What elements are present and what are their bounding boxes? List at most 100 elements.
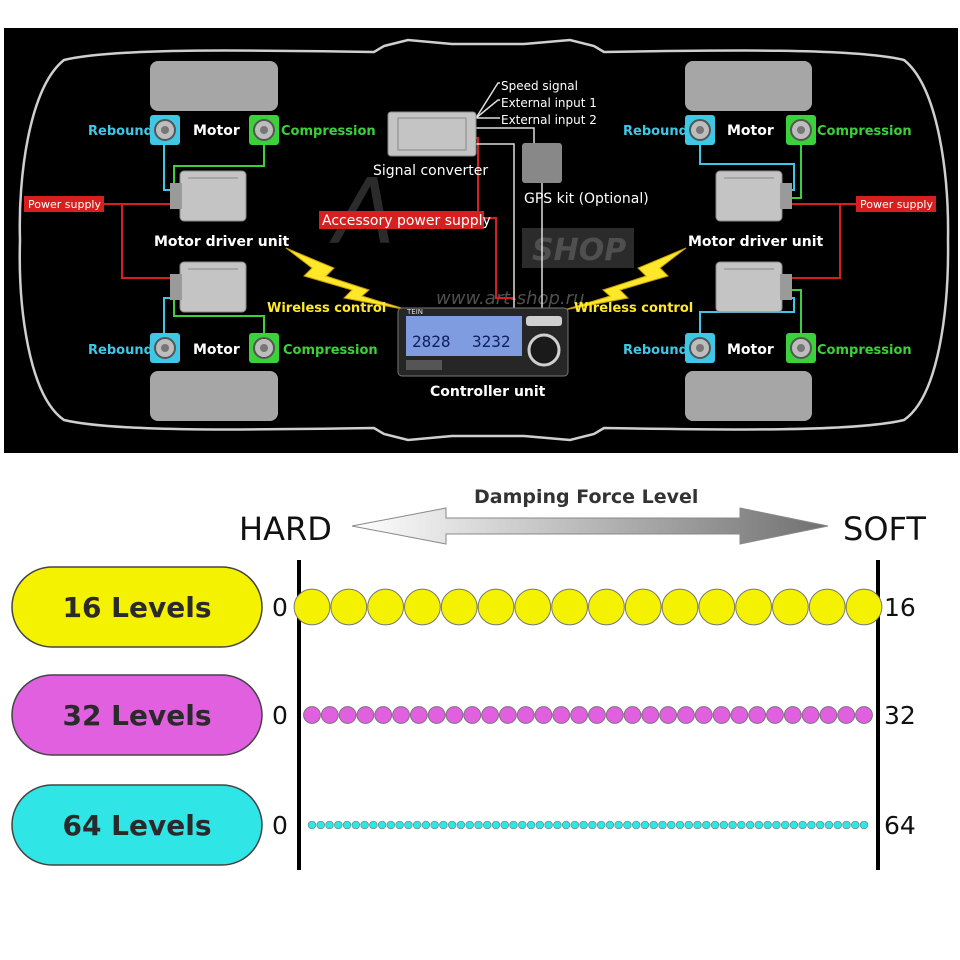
level-dot-64-54 xyxy=(772,820,781,830)
level-dot-64-50 xyxy=(737,820,746,830)
level-dot-32-23 xyxy=(694,706,713,724)
system-diagram-svg: A SHOP www.art-shop.ru xyxy=(18,38,950,442)
compression-label-front-left: Compression xyxy=(281,124,376,139)
level-pill-64 xyxy=(11,784,263,866)
level-dot-32-30 xyxy=(819,706,838,724)
level-dot-64-13 xyxy=(412,820,422,830)
level-dot-64-21 xyxy=(483,820,492,830)
level-dot-64-63 xyxy=(851,820,860,830)
level-dot-64-27 xyxy=(535,820,544,830)
level-dot-64-8 xyxy=(369,820,378,830)
level-dot-64-7 xyxy=(360,820,369,830)
wheel-rear-left xyxy=(150,371,278,421)
level-dot-32-26 xyxy=(748,706,767,724)
motor-driver-front-left xyxy=(170,170,247,222)
level-dot-64-32 xyxy=(579,820,588,830)
motor-label-front-left: Motor xyxy=(193,123,240,139)
level-pill-label-32: 32 Levels xyxy=(62,699,211,732)
level-dot-64-43 xyxy=(675,820,685,830)
controller-unit-device: TEIN 2828 3232 xyxy=(397,307,569,377)
level-dot-32-29 xyxy=(801,706,820,724)
level-dot-64-33 xyxy=(588,820,597,830)
level-dot-64-64 xyxy=(859,820,869,830)
level-dot-32-14 xyxy=(534,706,553,724)
level-dot-64-51 xyxy=(745,820,755,830)
level-dot-32-18 xyxy=(605,706,624,724)
level-dot-64-41 xyxy=(658,820,667,830)
level-dot-64-56 xyxy=(789,820,799,830)
signal-input-external-1: External input 1 xyxy=(501,96,597,110)
level-dot-32-8 xyxy=(427,706,446,724)
level-dot-64-42 xyxy=(667,820,676,830)
motor-label-rear-right: Motor xyxy=(727,342,774,358)
rebound-label-rear-left: Rebound xyxy=(88,343,153,358)
signal-input-external-2: External input 2 xyxy=(501,113,597,127)
level-dot-32-32 xyxy=(855,706,873,724)
controller-display-right: 3232 xyxy=(472,332,511,351)
level-dot-32-12 xyxy=(498,706,517,724)
level-dot-16-14 xyxy=(772,588,809,626)
level-dot-64-5 xyxy=(342,820,352,830)
level-dot-32-13 xyxy=(516,706,535,724)
hard-label: HARD xyxy=(239,510,332,548)
level-min-16: 0 xyxy=(272,593,288,622)
motor-label-front-right: Motor xyxy=(727,123,774,139)
level-dot-32-2 xyxy=(320,706,339,724)
level-dot-16-3 xyxy=(367,588,405,626)
level-dot-64-12 xyxy=(404,820,413,830)
level-dot-64-6 xyxy=(351,820,360,830)
level-dot-64-14 xyxy=(421,820,431,830)
level-dot-32-7 xyxy=(409,706,428,724)
motor-label-rear-left: Motor xyxy=(193,342,240,358)
level-dot-64-29 xyxy=(553,820,562,830)
wheel-front-right xyxy=(685,61,812,111)
level-row-64: 64 Levels 0 64 xyxy=(11,784,916,866)
wireless-control-label-right: Wireless control xyxy=(574,301,693,316)
level-dot-64-36 xyxy=(614,820,623,830)
level-min-64: 0 xyxy=(272,811,288,840)
level-dot-32-19 xyxy=(623,706,642,724)
level-dot-16-9 xyxy=(588,588,625,626)
signal-wires xyxy=(475,82,543,308)
car-outline xyxy=(18,38,950,442)
compression-knob-rear-right xyxy=(786,333,816,363)
level-pill-label-64: 64 Levels xyxy=(62,809,211,842)
level-max-32: 32 xyxy=(884,701,916,730)
level-dot-64-2 xyxy=(316,820,325,830)
power-supply-tag-right xyxy=(856,196,936,212)
level-dot-32-4 xyxy=(356,706,375,724)
level-max-64: 64 xyxy=(884,811,916,840)
level-dot-16-8 xyxy=(551,588,588,626)
level-dot-64-62 xyxy=(842,820,851,830)
damping-direction-arrow xyxy=(351,507,829,545)
motor-driver-rear-left xyxy=(170,261,247,313)
compression-label-front-right: Compression xyxy=(817,124,912,139)
level-dot-64-58 xyxy=(807,820,816,830)
level-dot-64-60 xyxy=(824,820,834,830)
wireless-control-label-left: Wireless control xyxy=(267,301,386,316)
level-dot-32-28 xyxy=(783,706,802,724)
level-dot-64-35 xyxy=(605,820,615,830)
level-dot-32-22 xyxy=(677,706,695,724)
motor-driver-front-right xyxy=(715,170,792,222)
level-min-32: 0 xyxy=(272,701,288,730)
level-dot-64-19 xyxy=(465,820,474,830)
motor-driver-label-left: Motor driver unit xyxy=(154,234,289,250)
motor-driver-rear-right xyxy=(715,261,792,313)
level-dot-32-21 xyxy=(659,706,678,724)
level-dot-64-23 xyxy=(500,820,509,830)
level-dot-16-4 xyxy=(404,588,441,626)
level-dot-64-31 xyxy=(570,820,580,830)
level-pill-32 xyxy=(11,674,263,756)
signal-converter-label: Signal converter xyxy=(373,163,488,179)
level-dot-64-57 xyxy=(798,820,807,830)
level-dot-64-20 xyxy=(474,820,483,830)
compression-label-rear-left: Compression xyxy=(283,343,378,358)
level-dot-32-17 xyxy=(588,706,606,724)
level-dot-64-55 xyxy=(780,820,790,830)
level-dot-32-5 xyxy=(374,706,393,724)
level-dot-16-6 xyxy=(477,588,515,626)
level-dot-64-26 xyxy=(526,820,536,830)
